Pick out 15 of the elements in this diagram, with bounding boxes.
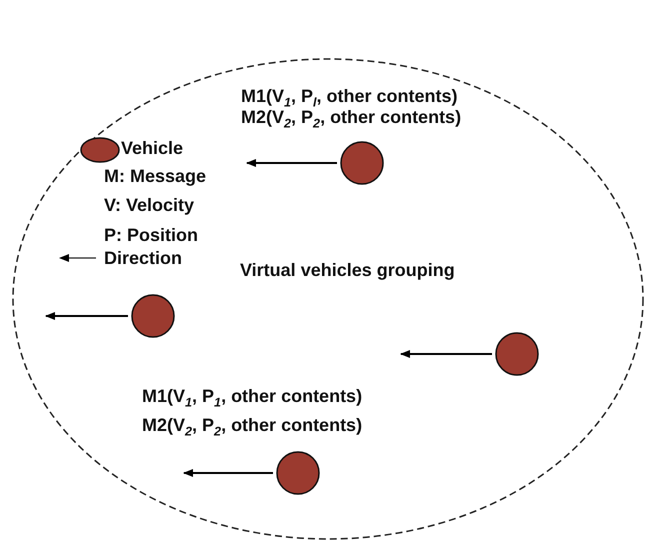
message-label: M2(V$_{2}$, P$_{2}$, other contents) bbox=[142, 415, 362, 441]
key-text: V: Velocity bbox=[104, 195, 194, 215]
key-text: P: Position bbox=[104, 225, 198, 245]
message-label: M1(V$_{1}$, P$_{1}$, other contents) bbox=[142, 386, 362, 412]
legend-label: Vehicle bbox=[121, 138, 184, 158]
vehicle-icon bbox=[131, 294, 175, 338]
group-title: Virtual vehicles grouping bbox=[240, 260, 455, 280]
vehicle-icon bbox=[276, 451, 320, 495]
message-label: M1(V$_{1}$, P$_{l}$, other contents) bbox=[241, 86, 458, 110]
message-label: M2(V$_{2}$, P$_{2}$, other contents) bbox=[241, 107, 462, 133]
legend-label: Direction bbox=[104, 248, 182, 268]
vehicle-icon bbox=[340, 141, 384, 185]
group-boundary bbox=[12, 58, 644, 540]
key-text: M: Message bbox=[104, 166, 206, 186]
vehicle-icon bbox=[495, 332, 539, 376]
